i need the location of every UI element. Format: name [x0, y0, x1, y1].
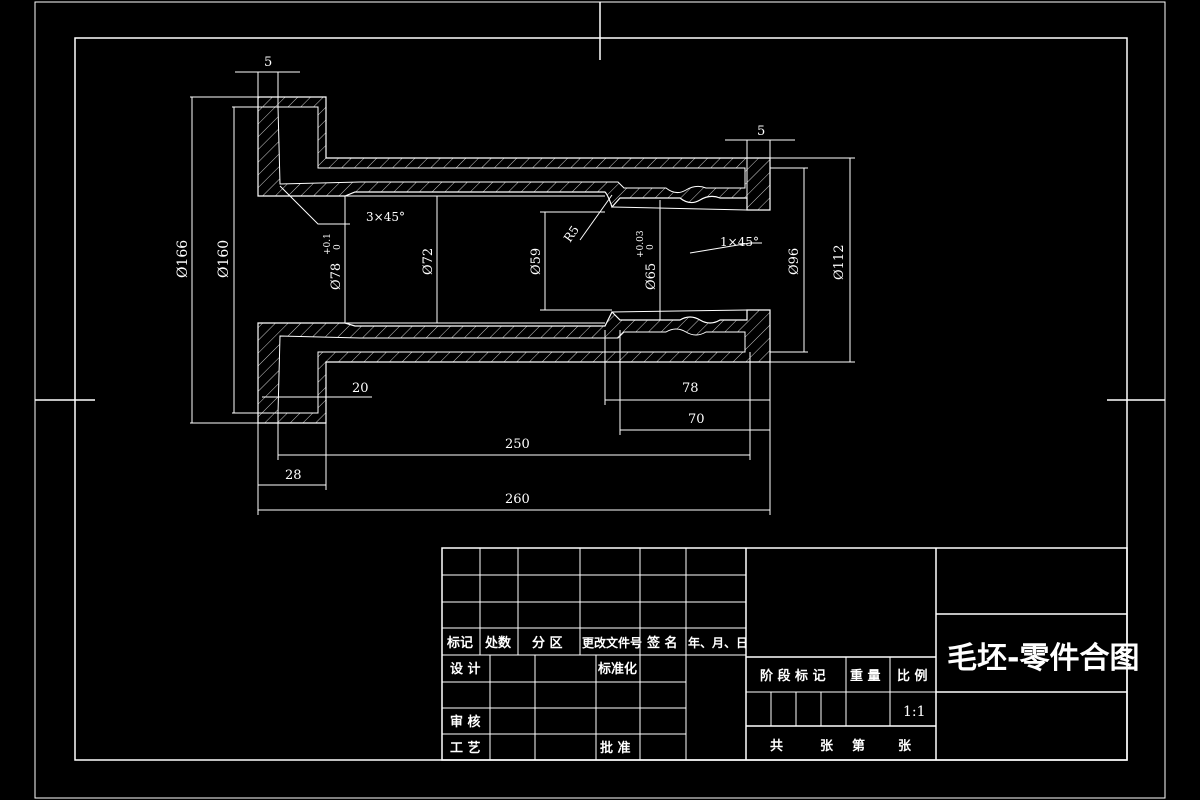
part-section — [257, 96, 771, 424]
label-zone: 分 区 — [532, 635, 563, 651]
label-design: 设 计 — [450, 661, 481, 677]
dim-top-right-5: 5 — [757, 124, 765, 139]
dim-top-left-5: 5 — [264, 55, 272, 70]
dim-d166: Ø166 — [175, 240, 191, 278]
label-approve: 批 准 — [600, 740, 631, 756]
label-signature: 签 名 — [646, 635, 678, 651]
dim-d78-tol-low: 0 — [333, 244, 343, 250]
dim-d96: Ø96 — [787, 248, 802, 275]
lower-wall-inner — [277, 328, 746, 414]
dim-len-20: 20 — [352, 381, 369, 396]
dim-len-250: 250 — [505, 437, 530, 452]
outer-frame — [34, 1, 1166, 799]
dim-d78-tol: +0.1 — [323, 233, 333, 255]
dim-d112: Ø112 — [832, 245, 847, 280]
label-sheet-no: 第 — [852, 738, 865, 754]
dim-chamfer-right: 1×45° — [720, 235, 759, 249]
label-change-doc: 更改文件号 — [582, 635, 642, 650]
label-scale: 比 例 — [897, 668, 928, 684]
dim-d65: Ø65 — [644, 263, 659, 290]
upper-wall-section — [257, 96, 771, 211]
dim-d160: Ø160 — [216, 240, 232, 278]
upper-wall-inner — [277, 106, 746, 194]
title-block-title: 毛坯-零件合图 — [947, 641, 1139, 676]
dim-len-78: 78 — [682, 381, 699, 396]
dim-len-28: 28 — [285, 468, 302, 483]
label-date: 年、月、日 — [688, 635, 748, 650]
label-sheets-unit: 张 — [820, 739, 834, 754]
label-sheets-total: 共 — [770, 738, 783, 754]
bore-step-top — [611, 206, 748, 211]
label-sheet-unit2: 张 — [898, 739, 912, 754]
dim-radius: R5 — [561, 223, 582, 245]
label-weight: 重 量 — [850, 668, 881, 684]
label-process: 工 艺 — [450, 740, 481, 756]
dim-len-260: 260 — [505, 492, 530, 507]
label-count: 处数 — [484, 635, 512, 651]
bore-step-bottom — [611, 309, 748, 313]
title-block — [441, 547, 1128, 761]
dim-d59: Ø59 — [529, 248, 544, 275]
dim-d72: Ø72 — [421, 248, 436, 275]
label-review: 审 核 — [450, 714, 481, 730]
label-mark: 标记 — [446, 635, 473, 651]
dim-d78: Ø78 — [329, 263, 344, 290]
label-stage-mark: 阶 段 标 记 — [760, 668, 826, 684]
dim-d65-tol-low: 0 — [646, 244, 656, 250]
dim-d65-tol: +0.03 — [636, 230, 646, 258]
scale-value: 1:1 — [903, 704, 926, 720]
dim-chamfer-left: 3×45° — [366, 210, 405, 224]
label-standardize: 标准化 — [597, 661, 637, 677]
lower-wall-section — [257, 309, 771, 424]
dimension-lines — [190, 71, 855, 515]
dim-len-70: 70 — [688, 412, 705, 427]
